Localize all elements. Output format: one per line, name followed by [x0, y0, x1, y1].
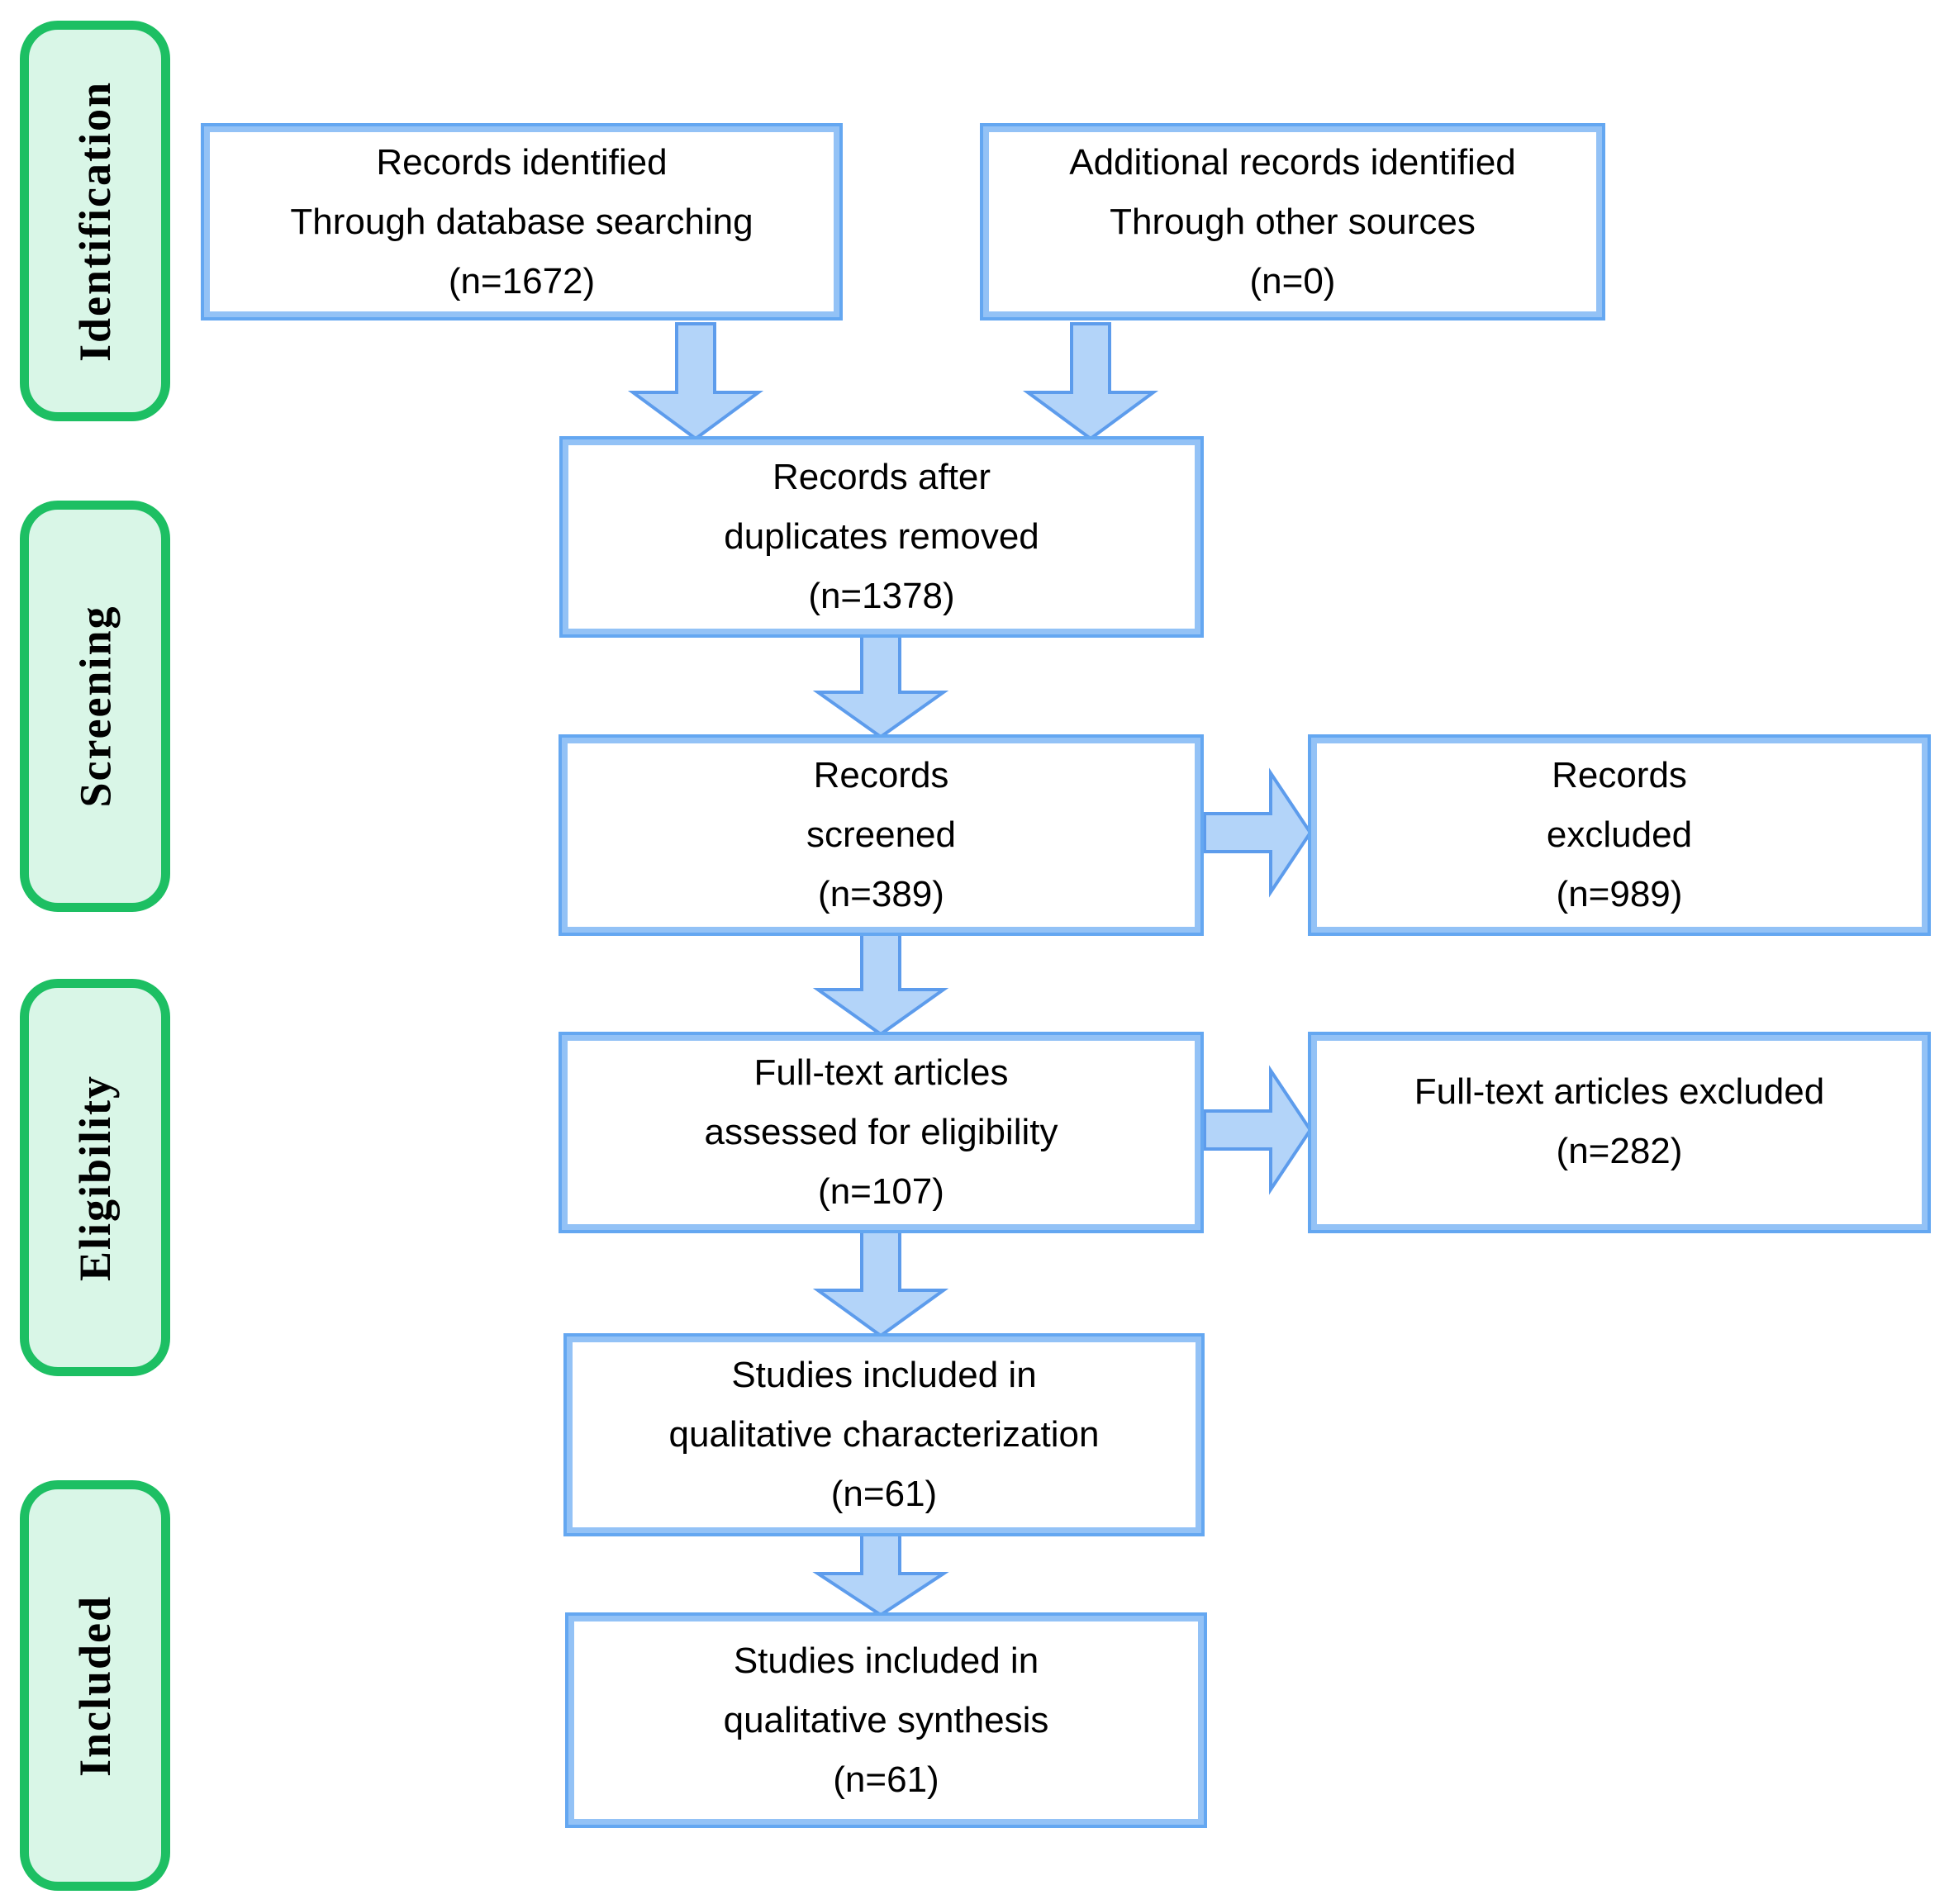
box-text-line: Records	[1552, 755, 1687, 795]
box-text-line: qualitative synthesis	[723, 1699, 1049, 1740]
arrow-characterization-to-synthesis	[812, 1532, 949, 1617]
stage-screening-label: Screening	[70, 605, 120, 808]
stage-eligibility-label: Eligibility	[70, 1074, 120, 1281]
arrow-duplicates-to-screened	[812, 634, 949, 739]
box-text-line: (n=1378)	[808, 576, 955, 616]
box-fulltext-excluded: Full-text articles excluded (n=282)	[1308, 1032, 1931, 1233]
box-text-line: Through other sources	[1110, 201, 1476, 242]
arrow-screened-to-excluded	[1203, 767, 1313, 898]
box-text-line: Records	[813, 755, 949, 795]
box-text-line: Studies included in	[733, 1640, 1039, 1681]
box-additional-records: Additional records identified Through ot…	[980, 123, 1605, 320]
box-text-line: excluded	[1546, 814, 1693, 855]
box-records-identified: Records identified Through database sear…	[201, 123, 843, 320]
box-records-excluded: Records excluded (n=989)	[1308, 734, 1931, 936]
stage-included-label: Included	[70, 1594, 120, 1777]
stage-included: Included	[20, 1480, 170, 1891]
box-text-line: Records identified	[376, 141, 668, 183]
box-text-line: (n=989)	[1556, 874, 1683, 914]
box-text-line: Additional records identified	[1069, 141, 1516, 183]
box-fulltext-assessed: Full-text articles assessed for eligibil…	[559, 1032, 1204, 1233]
box-text-line: Records after	[772, 457, 991, 497]
arrow-screened-to-fulltext	[812, 932, 949, 1037]
box-text-line: assessed for eligibility	[704, 1112, 1058, 1152]
box-text-line: Full-text articles	[753, 1052, 1009, 1093]
box-text-line: (n=107)	[818, 1171, 944, 1212]
box-qualitative-characterization: Studies included in qualitative characte…	[563, 1333, 1205, 1536]
box-text-line: Through database searching	[290, 201, 753, 242]
box-text-line: duplicates removed	[724, 516, 1039, 557]
box-records-screened: Records screened (n=389)	[559, 734, 1204, 936]
box-after-duplicates: Records after duplicates removed (n=1378…	[559, 436, 1204, 638]
stage-screening: Screening	[20, 501, 170, 912]
stage-eligibility: Eligibility	[20, 979, 170, 1376]
stage-identification: Identification	[20, 21, 170, 421]
arrow-fulltext-to-characterization	[812, 1229, 949, 1338]
box-text-line: screened	[806, 814, 956, 855]
box-text-line: (n=282)	[1556, 1131, 1683, 1171]
arrow-other-sources-to-duplicates	[1022, 322, 1159, 441]
box-text-line: (n=61)	[830, 1474, 938, 1514]
arrow-database-to-duplicates	[627, 322, 764, 441]
box-text-line: Full-text articles excluded	[1414, 1071, 1825, 1112]
box-qualitative-synthesis: Studies included in qualitative synthesi…	[565, 1612, 1207, 1828]
box-text-line: Studies included in	[731, 1355, 1037, 1395]
box-text-line: (n=0)	[1249, 260, 1336, 302]
box-text-line: (n=389)	[818, 874, 944, 914]
box-text-line: (n=1672)	[448, 260, 596, 302]
arrow-fulltext-to-fulltext-excluded	[1203, 1065, 1313, 1195]
stage-identification-label: Identification	[70, 80, 121, 362]
box-text-line: (n=61)	[833, 1759, 939, 1800]
box-text-line: qualitative characterization	[668, 1414, 1100, 1455]
